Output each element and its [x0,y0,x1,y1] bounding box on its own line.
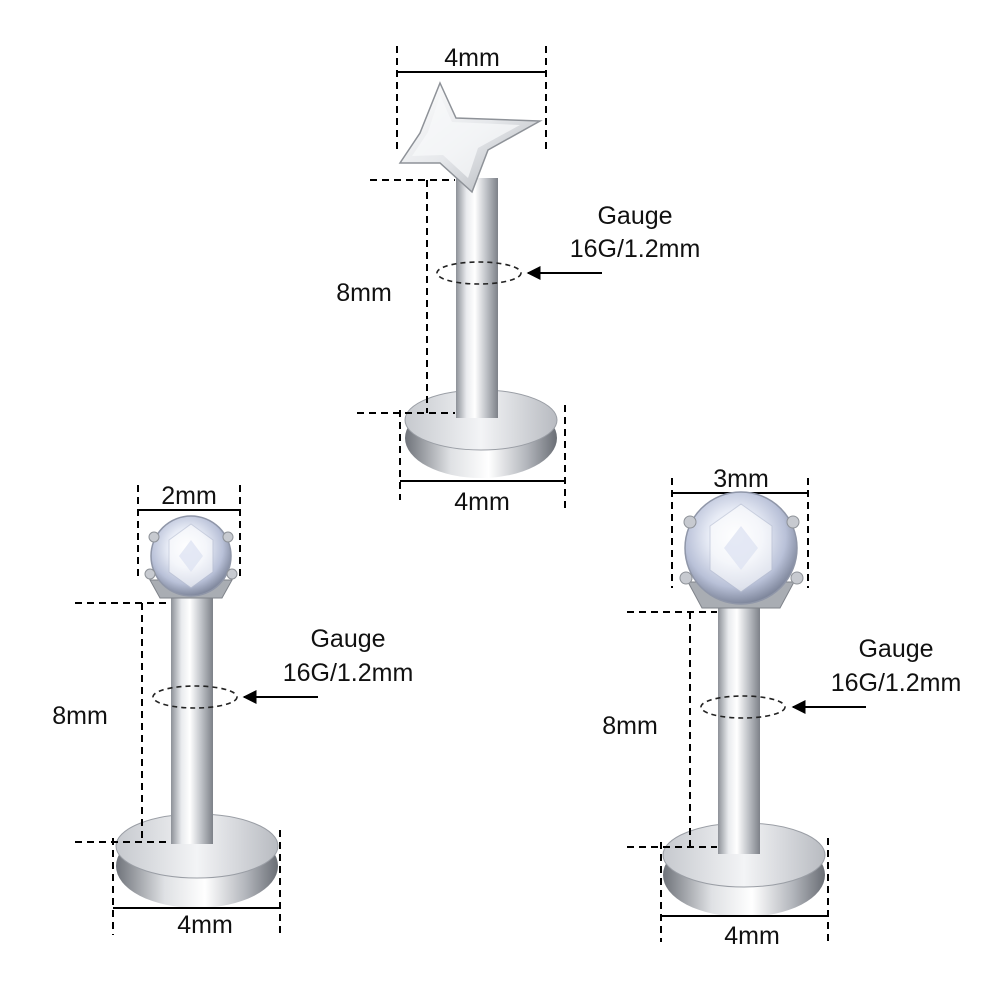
gem-labret-2mm: 2mm 8mm 4mm Gauge 16G/1.2mm [52,482,413,939]
prong [786,515,800,529]
prong [679,571,693,585]
star-labret: 4mm 8mm 4mm Gauge 16G/1.2mm [336,44,700,516]
prong [148,531,160,543]
base-width-label: 4mm [454,488,510,516]
gem-labret-3mm: 3mm 8mm 4mm Gauge 16G/1.2mm [602,465,961,950]
shaft [171,598,213,838]
gauge-ring [700,695,786,719]
gauge-title: Gauge [597,202,672,230]
shaft-lower [456,380,498,418]
gem-table [179,540,203,572]
shaft [456,178,498,410]
prong [683,515,697,529]
gauge-value: 16G/1.2mm [283,659,414,687]
base-width-label: 4mm [177,911,233,939]
top-width-label: 3mm [713,465,769,493]
shaft [718,607,760,850]
length-label: 8mm [336,279,392,307]
shaft-lower [718,810,760,854]
base-width-label: 4mm [724,922,780,950]
top-width-label: 4mm [444,44,500,72]
length-label: 8mm [52,702,108,730]
gauge-value: 16G/1.2mm [831,669,962,697]
prong [222,531,234,543]
prong [790,571,804,585]
shaft-lower [171,800,213,844]
gem-table [724,526,758,570]
star-top-highlight [412,95,520,178]
gauge-title: Gauge [310,625,385,653]
top-width-label: 2mm [161,482,217,510]
prong [226,568,238,580]
prong [144,568,156,580]
gauge-ring [152,685,238,709]
gauge-ring [436,261,522,285]
gauge-value: 16G/1.2mm [570,235,701,263]
gauge-title: Gauge [858,635,933,663]
length-label: 8mm [602,712,658,740]
